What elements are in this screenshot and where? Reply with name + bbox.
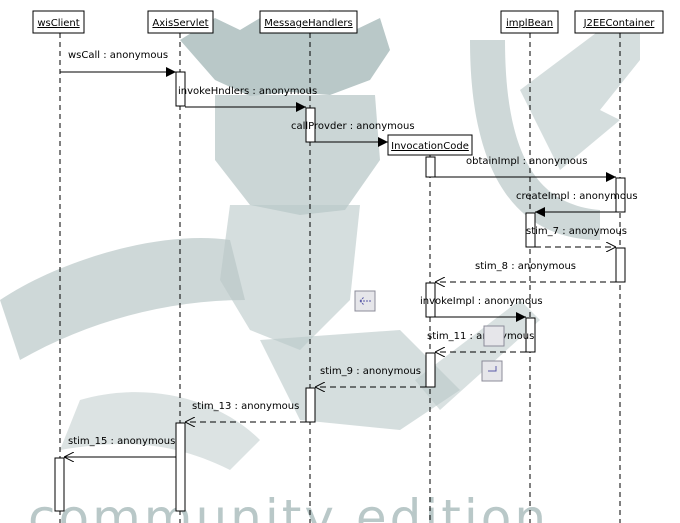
message-label: stim_13 : anonymous — [192, 401, 299, 412]
watermark-text: community edition — [28, 489, 549, 523]
corner-arrow-icon[interactable] — [481, 360, 503, 382]
message-label: wsCall : anonymous — [68, 50, 168, 61]
participant-label: J2EEContainer — [583, 18, 656, 29]
message-label: stim_15 : anonymous — [68, 436, 175, 447]
message-label: createImpl : anonymous — [516, 191, 638, 202]
participant-J2EEContainer[interactable]: J2EEContainer — [574, 10, 664, 34]
activation-bar — [525, 212, 536, 248]
participant-label: implBean — [506, 18, 553, 29]
watermark-figure: community edition — [0, 10, 640, 523]
back-arrow-icon[interactable] — [354, 290, 376, 312]
activation-bar — [425, 282, 436, 318]
participant-AxisServlet[interactable]: AxisServlet — [147, 10, 214, 34]
activation-bar — [425, 156, 436, 178]
activation-bar — [175, 422, 186, 512]
participant-MessageHandlers[interactable]: MessageHandlers — [259, 10, 358, 34]
participant-InvocationCode[interactable]: InvocationCode — [387, 134, 473, 156]
message-label: obtainImpl : anonymous — [466, 156, 587, 167]
activation-bar — [615, 247, 626, 283]
participant-implBean[interactable]: implBean — [500, 10, 559, 34]
activation-bar — [425, 352, 436, 388]
participant-label: MessageHandlers — [264, 18, 352, 29]
message-label: invokeHndlers : anonymous — [178, 86, 317, 97]
message-label: callProvder : anonymous — [291, 121, 415, 132]
message-label: stim_7 : anonymous — [526, 226, 627, 237]
message-label: stim_11 : anonymous — [427, 331, 534, 342]
activation-bar — [54, 457, 65, 512]
participant-label: InvocationCode — [391, 141, 469, 152]
participant-label: wsClient — [37, 18, 79, 29]
participant-wsClient[interactable]: wsClient — [32, 10, 85, 34]
activation-bar — [305, 387, 316, 423]
activation-bar — [615, 177, 626, 213]
activation-bar — [305, 107, 316, 143]
participant-label: AxisServlet — [152, 18, 208, 29]
message-label: stim_8 : anonymous — [475, 261, 576, 272]
activation-bar — [525, 317, 536, 353]
message-label: invokeImpl : anonymous — [420, 296, 543, 307]
activation-bar — [175, 71, 186, 107]
square-icon[interactable] — [483, 325, 505, 347]
message-label: stim_9 : anonymous — [320, 366, 421, 377]
